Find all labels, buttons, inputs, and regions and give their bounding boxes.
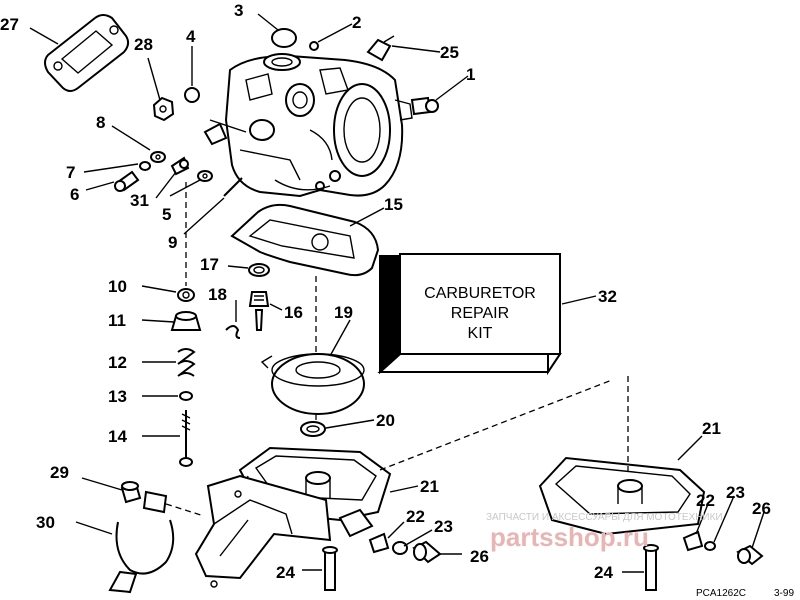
oring-17: [248, 263, 270, 277]
callout-23-upper: 23: [726, 483, 745, 502]
callout-30: 30: [36, 513, 55, 532]
ball-2: [309, 41, 319, 51]
callout-14: 14: [108, 427, 127, 446]
dash-clamp: [165, 503, 205, 517]
callout-17: 17: [200, 255, 219, 274]
callout-29: 29: [50, 463, 69, 482]
screw-31: [170, 156, 190, 176]
callout-2: 2: [352, 13, 361, 32]
screw-22-upper: [682, 530, 704, 552]
plug-26-lower: [412, 540, 442, 564]
callout-26-lower: 26: [470, 547, 489, 566]
screw-24-lower: [322, 546, 338, 591]
gasket-27: [44, 14, 130, 92]
callout-25: 25: [440, 43, 459, 62]
callout-10: 10: [108, 277, 127, 296]
callout-11: 11: [108, 311, 126, 330]
callout-9: 9: [168, 233, 177, 252]
spring-12: [177, 348, 196, 377]
clamp-30: [108, 490, 175, 594]
bracket: [194, 474, 332, 588]
callout-4: 4: [186, 27, 196, 46]
kit-label-line-1: CARBURETOR: [424, 285, 536, 302]
screw-24-upper: [643, 544, 659, 591]
callout-19: 19: [334, 303, 353, 322]
washer-5: [197, 170, 213, 182]
dash-bowl-link: [379, 379, 613, 471]
washer-7: [139, 161, 151, 171]
screw-1: [410, 96, 439, 116]
screw-6: [114, 170, 140, 192]
float-19: [260, 353, 365, 415]
washer-23-lower: [392, 541, 408, 555]
washer-13: [179, 391, 193, 401]
callout-32: 32: [598, 287, 617, 306]
callout-20: 20: [376, 411, 395, 430]
callout-3: 3: [234, 1, 243, 20]
float-bowl-21-upper: [538, 456, 706, 536]
callout-12: 12: [108, 353, 127, 372]
callout-16: 16: [284, 303, 303, 322]
callout-1: 1: [466, 65, 475, 84]
drawing-code: PCA1262C: [696, 588, 746, 599]
nut-28: [152, 96, 175, 122]
callout-24-upper: 24: [594, 563, 613, 582]
pin-9: [223, 177, 243, 197]
screw-29: [120, 481, 142, 504]
callout-24-lower: 24: [276, 563, 295, 582]
callout-13: 13: [108, 387, 127, 406]
callout-18: 18: [208, 285, 227, 304]
repair-kit-box: CARBURETOR REPAIR KIT: [377, 253, 562, 376]
seat-11: [170, 311, 202, 331]
gasket-20: [300, 421, 326, 437]
callout-6: 6: [70, 185, 79, 204]
leader-lines: [29, 13, 765, 573]
ball-4: [184, 87, 200, 103]
needle-valve-16: [248, 291, 270, 331]
gasket-15: [230, 203, 380, 277]
kit-label-line-2: REPAIR: [451, 305, 509, 322]
callout-27: 27: [0, 15, 19, 34]
callout-26-upper: 26: [752, 499, 771, 518]
plug-3: [271, 28, 297, 48]
kit-label-line-3: KIT: [468, 325, 493, 342]
callout-7: 7: [66, 163, 75, 182]
callout-5: 5: [162, 205, 171, 224]
clip-18: [225, 325, 241, 339]
watermark-brand: partsshop.ru: [490, 522, 649, 552]
callout-22-upper: 22: [696, 491, 715, 510]
callout-15: 15: [384, 195, 403, 214]
washer-8: [150, 151, 166, 163]
needle-14: [179, 410, 193, 467]
callout-21-lower: 21: [420, 477, 439, 496]
callout-21-upper: 21: [702, 419, 721, 438]
fitting-25: [366, 35, 395, 62]
callout-31: 31: [130, 191, 149, 210]
screw-22-lower: [368, 532, 390, 554]
watermark-text: ЗАПЧАСТИ И АКСЕССУАРЫ ДЛЯ МОТОТЕХНИКИ: [486, 512, 723, 523]
gasket-10: [177, 288, 195, 302]
callout-8: 8: [96, 113, 105, 132]
revision-code: 3-99: [774, 588, 794, 599]
plug-26-upper: [736, 544, 764, 566]
callout-28: 28: [134, 35, 153, 54]
washer-23-upper: [704, 541, 716, 551]
callout-22-lower: 22: [406, 507, 425, 526]
carburetor-body: [203, 53, 413, 198]
callout-23-lower: 23: [434, 517, 453, 536]
